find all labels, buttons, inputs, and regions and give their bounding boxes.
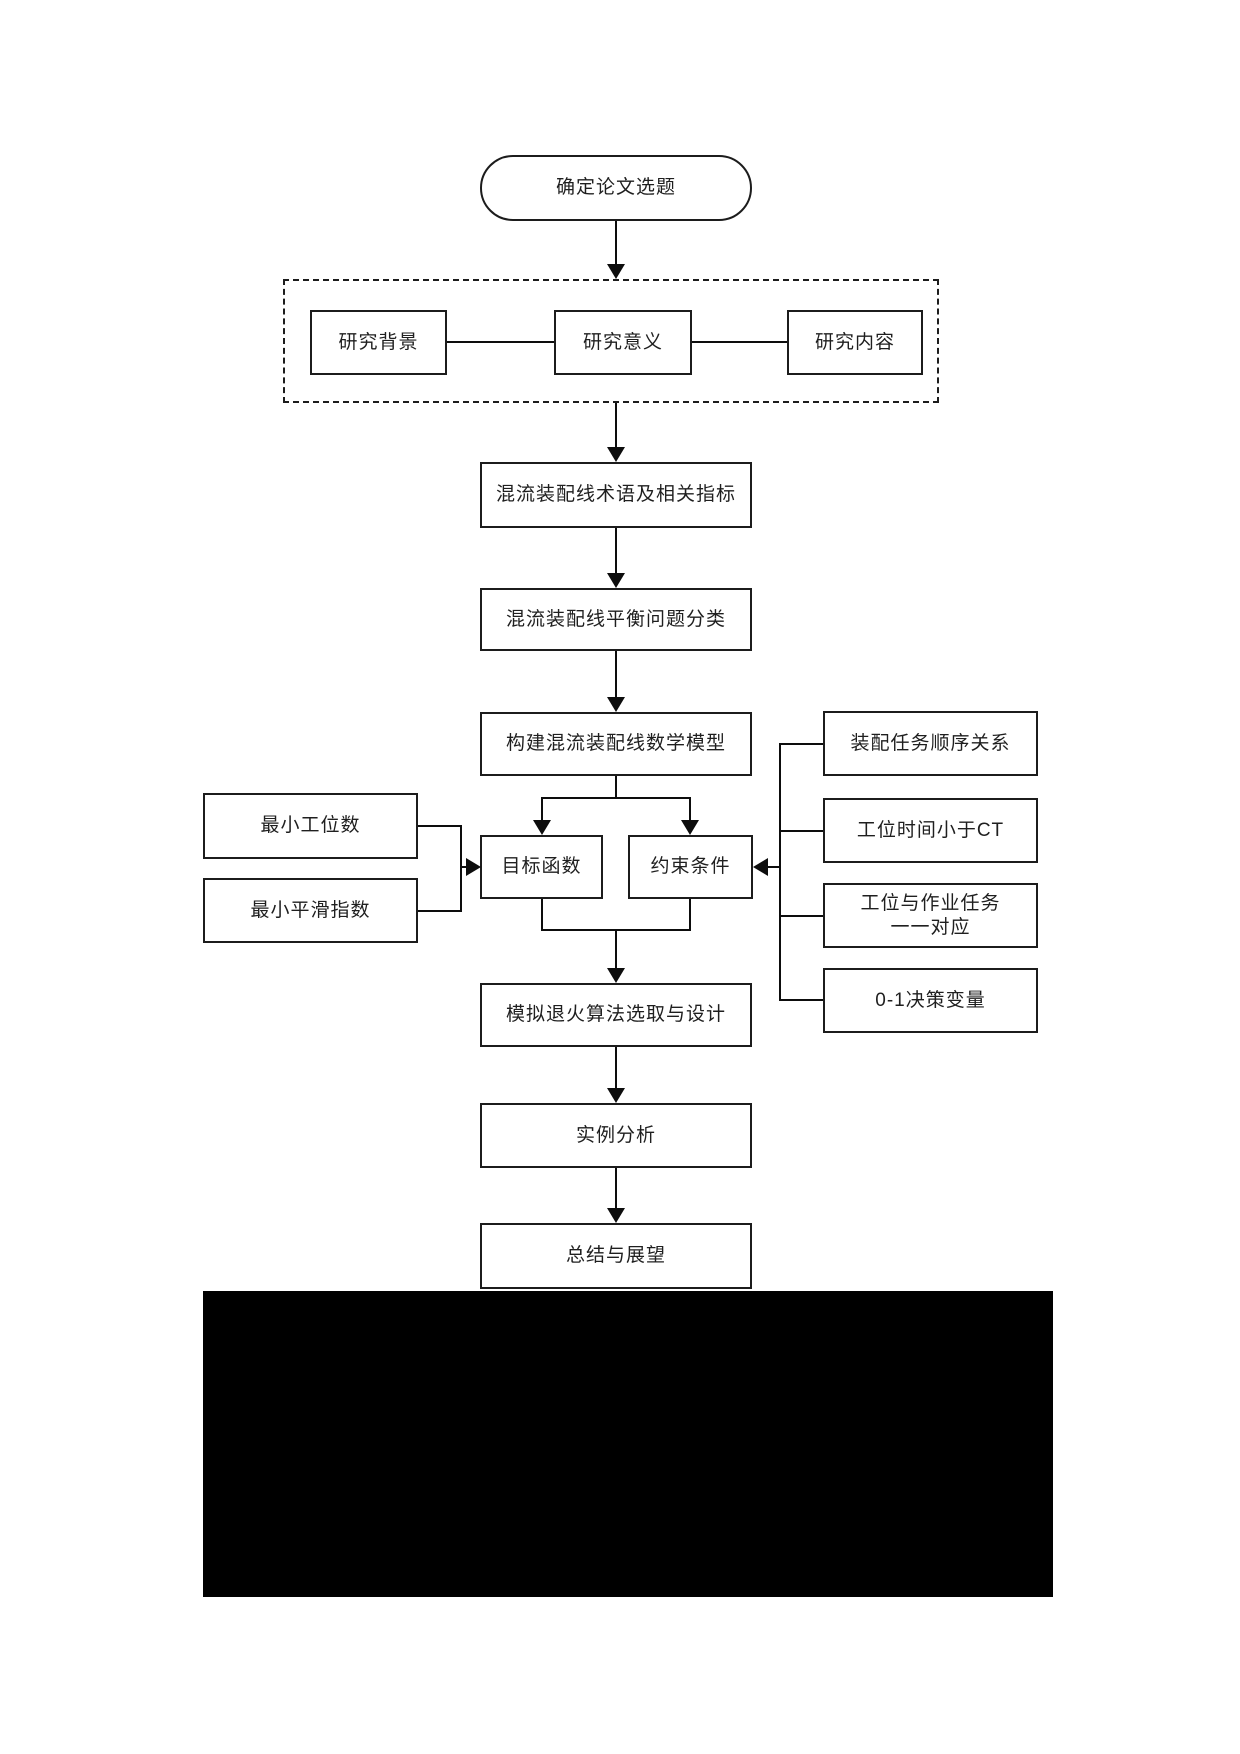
intro-group-frame: [283, 279, 939, 403]
connector-line: [418, 910, 462, 912]
node-decision-variables: 0-1决策变量: [823, 968, 1038, 1033]
arrow-down-icon: [681, 820, 699, 835]
node-label: 约束条件: [650, 856, 731, 878]
node-research-significance: 研究意义: [554, 310, 692, 375]
node-label: 工位时间小于CT: [856, 819, 1005, 841]
arrow-down-icon: [607, 1088, 625, 1103]
connector-line: [541, 797, 691, 799]
node-cycle-time-constraint: 工位时间小于CT: [823, 798, 1038, 863]
connector-line: [615, 929, 617, 969]
node-classification: 混流装配线平衡问题分类: [480, 588, 752, 651]
arrow-right-icon: [466, 858, 481, 876]
node-research-background: 研究背景: [310, 310, 447, 375]
node-summary-outlook: 总结与展望: [480, 1223, 752, 1289]
connector-line: [460, 866, 468, 868]
connector-line: [615, 1168, 617, 1210]
connector-line: [541, 797, 543, 822]
connector-line: [766, 866, 780, 868]
connector-line: [692, 341, 787, 343]
node-case-analysis: 实例分析: [480, 1103, 752, 1168]
node-min-smoothness: 最小平滑指数: [203, 878, 418, 943]
node-constraint-conditions: 约束条件: [628, 835, 753, 899]
arrow-down-icon: [607, 968, 625, 983]
connector-line: [460, 825, 462, 912]
node-label: 研究内容: [814, 331, 895, 353]
node-label: 最小工位数: [260, 815, 361, 837]
arrow-down-icon: [533, 820, 551, 835]
node-simulated-annealing: 模拟退火算法选取与设计: [480, 983, 752, 1047]
node-label: 总结与展望: [565, 1245, 666, 1267]
node-label: 0-1决策变量: [875, 989, 986, 1011]
connector-line: [779, 999, 823, 1001]
connector-line: [779, 743, 823, 745]
node-label: 工位与作业任务 一一对应: [860, 892, 1001, 938]
node-label: 目标函数: [501, 856, 582, 878]
node-label: 构建混流装配线数学模型: [505, 733, 726, 755]
node-label: 混流装配线平衡问题分类: [505, 608, 726, 630]
connector-line: [615, 528, 617, 574]
node-objective-function: 目标函数: [480, 835, 603, 899]
connector-line: [447, 341, 554, 343]
connector-line: [779, 915, 823, 917]
connector-line: [689, 899, 691, 931]
arrow-down-icon: [607, 697, 625, 712]
node-label: 研究背景: [338, 331, 419, 353]
node-label: 最小平滑指数: [250, 899, 371, 921]
node-label: 混流装配线术语及相关指标: [495, 484, 736, 506]
connector-line: [615, 776, 617, 799]
node-research-content: 研究内容: [787, 310, 923, 375]
arrow-down-icon: [607, 1208, 625, 1223]
arrow-down-icon: [607, 264, 625, 279]
connector-line: [779, 743, 781, 1001]
node-task-assignment: 工位与作业任务 一一对应: [823, 883, 1038, 948]
connector-line: [615, 1047, 617, 1090]
arrow-down-icon: [607, 447, 625, 462]
node-label: 模拟退火算法选取与设计: [505, 1004, 726, 1026]
node-label: 研究意义: [582, 331, 663, 353]
node-min-stations: 最小工位数: [203, 793, 418, 859]
node-label: 实例分析: [575, 1124, 656, 1146]
connector-line: [615, 221, 617, 266]
start-node: 确定论文选题: [480, 155, 752, 221]
connector-line: [541, 899, 543, 931]
connector-line: [779, 830, 823, 832]
node-math-model: 构建混流装配线数学模型: [480, 712, 752, 776]
arrow-down-icon: [607, 573, 625, 588]
node-terminology: 混流装配线术语及相关指标: [480, 462, 752, 528]
redacted-block: [203, 1291, 1053, 1597]
connector-line: [689, 797, 691, 822]
connector-line: [615, 403, 617, 449]
arrow-left-icon: [753, 858, 768, 876]
start-node-label: 确定论文选题: [555, 177, 676, 199]
node-label: 装配任务顺序关系: [850, 732, 1011, 754]
node-precedence-relations: 装配任务顺序关系: [823, 711, 1038, 776]
connector-line: [615, 651, 617, 698]
connector-line: [418, 825, 462, 827]
